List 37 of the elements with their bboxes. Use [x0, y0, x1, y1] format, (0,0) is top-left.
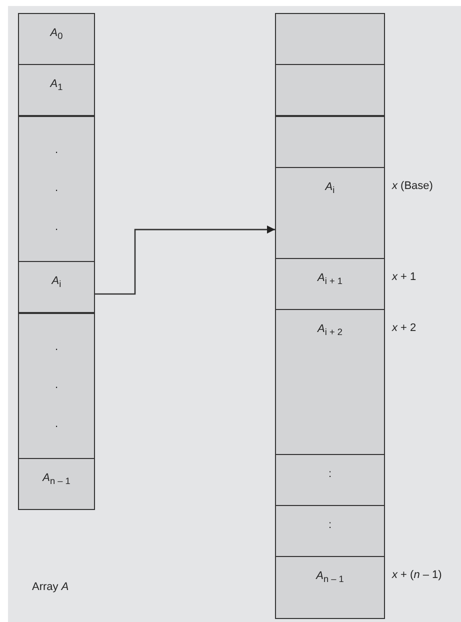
memory-cell [18, 458, 95, 510]
cell-label: A$_{n – 1}$ [316, 570, 344, 586]
ellipsis-dot: . [54, 221, 58, 234]
ellipsis-dot: . [54, 340, 58, 354]
ellipsis-dot: . [54, 144, 58, 157]
cell-label: A$_{1}$ [50, 78, 63, 94]
connector-arrow [95, 226, 275, 295]
memory-cell [275, 13, 385, 65]
address-label: x + 2 [392, 322, 416, 334]
cell-label: : [328, 519, 332, 532]
memory-cell [275, 309, 385, 455]
cell-label: A$_{i}$ [325, 181, 335, 198]
cell-label: A$_{n – 1}$ [42, 472, 70, 488]
memory-cell [18, 116, 95, 262]
address-label: x (Base) [392, 180, 433, 192]
ellipsis-dot: . [54, 379, 58, 392]
cell-label: A$_{i + 1}$ [318, 272, 342, 288]
memory-cell [275, 556, 385, 619]
cell-label: A$_{0}$ [50, 27, 63, 44]
array-caption: Array A [32, 581, 69, 593]
address-label: x + 1 [392, 271, 416, 283]
memory-cell [18, 261, 95, 313]
cell-label: A$_{i + 2}$ [318, 323, 342, 340]
memory-cell [18, 313, 95, 459]
cell-label: : [328, 468, 332, 481]
address-label: x + (n – 1) [392, 569, 442, 581]
memory-cell [275, 116, 385, 168]
ellipsis-dot: . [54, 418, 58, 432]
cell-label: A$_{i}$ [52, 275, 62, 292]
memory-cell [275, 454, 385, 506]
memory-cell [275, 64, 385, 116]
ellipsis-dot: . [54, 182, 58, 196]
memory-cell [275, 505, 385, 557]
memory-cell [18, 13, 95, 65]
memory-cell [275, 167, 385, 259]
memory-cell [18, 64, 95, 116]
memory-cell [275, 258, 385, 310]
